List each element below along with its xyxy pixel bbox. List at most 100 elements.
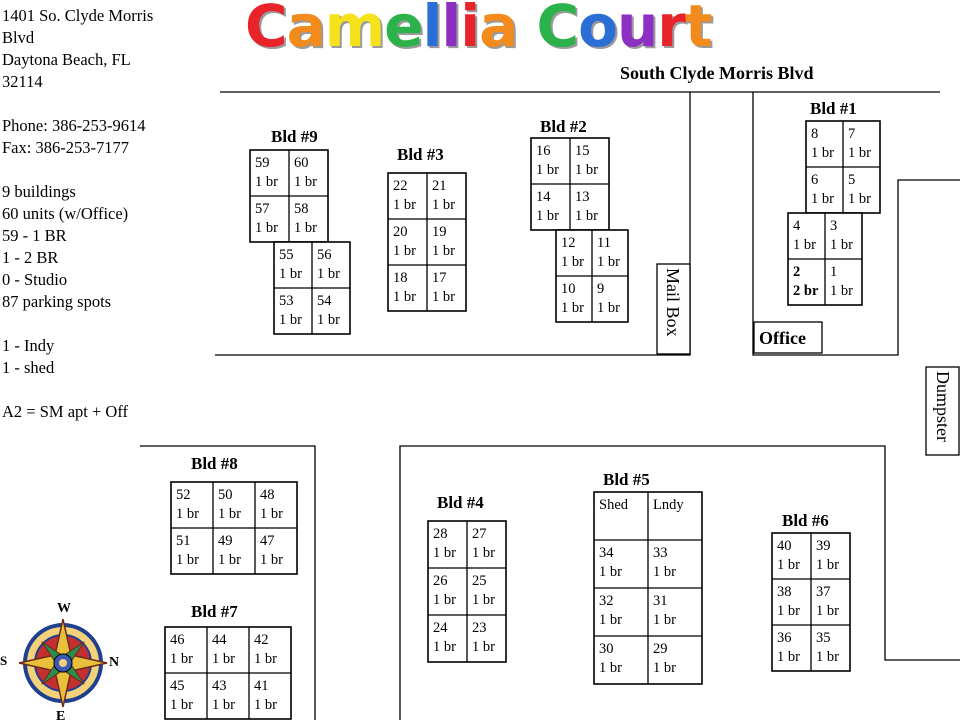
- compass-e: E: [56, 709, 65, 720]
- title-letter: C: [536, 0, 580, 60]
- unit-number: 13: [575, 189, 590, 205]
- unit-number: 32: [599, 593, 614, 609]
- unit-number: 3: [830, 218, 837, 234]
- road-name: South Clyde Morris Blvd: [620, 63, 814, 83]
- unit-bedrooms: 1 br: [170, 697, 193, 713]
- unit-number: 56: [317, 247, 332, 263]
- unit-bedrooms: 1 br: [536, 208, 559, 224]
- unit-number: 39: [816, 538, 831, 554]
- title-letter: a: [479, 0, 518, 60]
- unit-bedrooms: 1 br: [777, 603, 800, 619]
- office-label: Office: [753, 321, 823, 354]
- unit-bedrooms: 2 br: [793, 283, 819, 299]
- unit-bedrooms: 1 br: [176, 506, 199, 522]
- unit-number: 58: [294, 201, 309, 217]
- unit-number: 40: [777, 538, 792, 554]
- unit-number: 19: [432, 224, 447, 240]
- info-line: Phone: 386-253-9614: [2, 116, 146, 135]
- unit-bedrooms: 1 br: [212, 697, 235, 713]
- building-label: Bld #6: [782, 511, 829, 530]
- info-line: 1 - Indy: [2, 336, 55, 355]
- unit-number: 38: [777, 584, 792, 600]
- lot-outline-office: [752, 92, 960, 356]
- unit-number: 36: [777, 630, 792, 646]
- unit-number: 43: [212, 678, 227, 694]
- unit-bedrooms: 1 br: [816, 649, 839, 665]
- unit-number: Lndy: [653, 497, 684, 513]
- unit-bedrooms: 1 br: [432, 289, 455, 305]
- unit-bedrooms: 1 br: [575, 162, 598, 178]
- info-line: Blvd: [2, 28, 35, 47]
- compass-w: W: [57, 601, 71, 616]
- title-letter: t: [684, 0, 713, 60]
- unit-bedrooms: 1 br: [816, 603, 839, 619]
- unit-number: 44: [212, 632, 227, 648]
- unit-number: 48: [260, 487, 275, 503]
- info-line: 60 units (w/Office): [2, 204, 129, 223]
- title-letter: o: [578, 0, 618, 60]
- unit-bedrooms: 1 br: [830, 237, 853, 253]
- unit-bedrooms: 1 br: [653, 612, 676, 628]
- unit-number: 42: [254, 632, 269, 648]
- building-label: Bld #4: [437, 493, 484, 512]
- unit-bedrooms: 1 br: [597, 254, 620, 270]
- unit-number: 47: [260, 533, 275, 549]
- unit-bedrooms: 1 br: [472, 545, 495, 561]
- page-title: Camellia Court: [245, 0, 713, 60]
- building-label: Bld #3: [397, 145, 444, 164]
- unit-bedrooms: 1 br: [176, 552, 199, 568]
- unit-number: 50: [218, 487, 233, 503]
- unit-number: 49: [218, 533, 233, 549]
- info-line: 1 - shed: [2, 358, 55, 377]
- building-label: Bld #5: [603, 470, 650, 489]
- unit-bedrooms: 1 br: [432, 243, 455, 259]
- unit-bedrooms: 1 br: [599, 612, 622, 628]
- unit-bedrooms: 1 br: [317, 312, 340, 328]
- title-letter: m: [324, 0, 385, 60]
- unit-bedrooms: 1 br: [254, 697, 277, 713]
- compass-rose: W S N E: [0, 601, 119, 720]
- unit-bedrooms: 1 br: [561, 254, 584, 270]
- unit-bedrooms: 1 br: [811, 145, 834, 161]
- unit-bedrooms: 1 br: [254, 651, 277, 667]
- compass-n: N: [109, 655, 119, 670]
- unit-number: 27: [472, 526, 487, 542]
- unit-number: 6: [811, 172, 818, 188]
- unit-bedrooms: 1 br: [279, 266, 302, 282]
- info-line: 1401 So. Clyde Morris: [2, 6, 154, 25]
- unit-bedrooms: 1 br: [599, 564, 622, 580]
- building-label: Bld #2: [540, 117, 587, 136]
- unit-bedrooms: 1 br: [816, 557, 839, 573]
- info-line: 0 - Studio: [2, 270, 68, 289]
- unit-bedrooms: 1 br: [260, 552, 283, 568]
- unit-number: 28: [433, 526, 448, 542]
- title-letter: l: [441, 0, 461, 60]
- unit-number: 24: [433, 620, 448, 636]
- unit-bedrooms: 1 br: [279, 312, 302, 328]
- unit-number: 11: [597, 235, 611, 251]
- unit-number: 15: [575, 143, 590, 159]
- unit-number: 35: [816, 630, 831, 646]
- unit-bedrooms: 1 br: [433, 545, 456, 561]
- unit-bedrooms: 1 br: [393, 289, 416, 305]
- unit-bedrooms: 1 br: [432, 197, 455, 213]
- unit-number: 54: [317, 293, 332, 309]
- unit-bedrooms: 1 br: [777, 649, 800, 665]
- unit-number: 53: [279, 293, 294, 309]
- title-letter: r: [657, 0, 686, 60]
- unit-bedrooms: 1 br: [212, 651, 235, 667]
- unit-number: 23: [472, 620, 487, 636]
- unit-number: 2: [793, 264, 800, 280]
- info-line: A2 = SM apt + Off: [2, 402, 129, 421]
- unit-number: 22: [393, 178, 408, 194]
- info-line: Fax: 386-253-7177: [2, 138, 129, 157]
- unit-bedrooms: 1 br: [255, 174, 278, 190]
- office-text: Office: [759, 328, 806, 348]
- unit-bedrooms: 1 br: [317, 266, 340, 282]
